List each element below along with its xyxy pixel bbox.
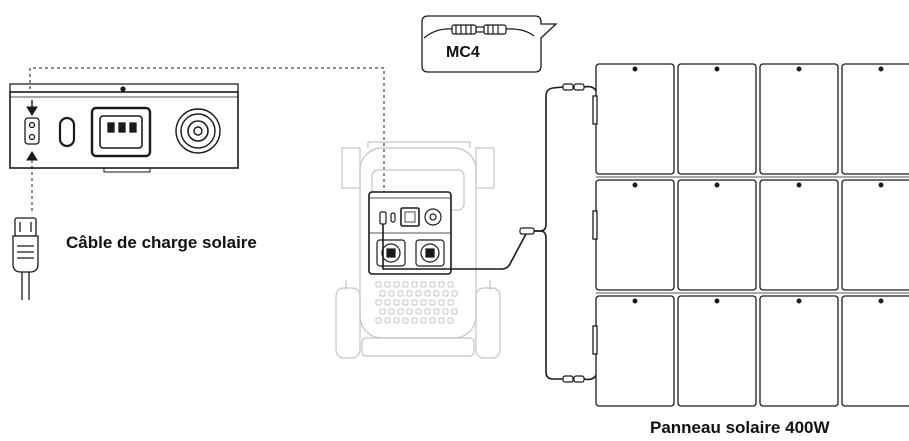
port-panel-detail bbox=[9, 83, 239, 173]
grille-hole bbox=[438, 317, 445, 324]
grille-hole bbox=[442, 308, 449, 315]
panel-rivet bbox=[714, 66, 720, 72]
grille-hole bbox=[375, 281, 382, 288]
grille-hole bbox=[451, 290, 458, 297]
leader-dashed-line bbox=[29, 67, 385, 212]
grille-hole bbox=[429, 317, 436, 324]
switch-icon bbox=[58, 116, 76, 148]
mc4-label: MC4 bbox=[446, 44, 480, 61]
solar-plug-icon bbox=[12, 217, 39, 300]
grille-hole bbox=[384, 281, 391, 288]
grille-hole bbox=[433, 308, 440, 315]
grille-hole bbox=[411, 299, 418, 306]
grille-hole bbox=[447, 281, 454, 288]
grille-hole bbox=[397, 290, 404, 297]
grille-hole bbox=[375, 317, 382, 324]
panel-cell bbox=[677, 295, 757, 407]
grille-hole bbox=[447, 317, 454, 324]
panel-cell bbox=[841, 179, 909, 291]
panel-side-handle bbox=[592, 210, 598, 240]
grille-hole bbox=[438, 299, 445, 306]
grille-hole bbox=[429, 281, 436, 288]
mc4-connector-icon bbox=[423, 24, 535, 39]
power-station-icon bbox=[335, 141, 501, 359]
solar-panel-icon bbox=[592, 63, 909, 407]
grille-hole bbox=[406, 290, 413, 297]
panel-cell bbox=[595, 179, 675, 291]
grille-hole bbox=[424, 290, 431, 297]
grille-hole bbox=[402, 317, 409, 324]
panel-rivet bbox=[632, 298, 638, 304]
panel-rivet bbox=[632, 66, 638, 72]
solar-cables bbox=[382, 83, 601, 383]
panel-cell bbox=[841, 63, 909, 175]
panel-rivet bbox=[714, 182, 720, 188]
panel-side-handle bbox=[592, 325, 598, 355]
panel-side-handle bbox=[592, 95, 598, 125]
grille-hole bbox=[415, 308, 422, 315]
mc4-callout bbox=[421, 15, 558, 73]
panel-rivet bbox=[878, 66, 884, 72]
grille-hole bbox=[411, 281, 418, 288]
panel-rivet bbox=[632, 182, 638, 188]
grille-hole bbox=[384, 299, 391, 306]
grille-hole bbox=[415, 290, 422, 297]
panel-rivet bbox=[796, 66, 802, 72]
panel-cell bbox=[841, 295, 909, 407]
grille-hole bbox=[406, 308, 413, 315]
grille-hole bbox=[420, 317, 427, 324]
panel-rivet bbox=[714, 298, 720, 304]
grille-hole bbox=[451, 308, 458, 315]
grille-hole bbox=[388, 290, 395, 297]
grille-hole bbox=[420, 281, 427, 288]
grille-hole bbox=[433, 290, 440, 297]
grille-hole bbox=[402, 299, 409, 306]
panel-rivet bbox=[878, 298, 884, 304]
grille-hole bbox=[420, 299, 427, 306]
grille-hole bbox=[379, 308, 386, 315]
grille-hole bbox=[393, 299, 400, 306]
insert-arrows bbox=[26, 100, 38, 212]
grille-hole bbox=[397, 308, 404, 315]
panel-rivet bbox=[796, 182, 802, 188]
panel-cell bbox=[759, 295, 839, 407]
grille-hole bbox=[393, 317, 400, 324]
panel-cell bbox=[595, 295, 675, 407]
panel-rivet bbox=[796, 298, 802, 304]
grille-hole bbox=[379, 290, 386, 297]
ac-socket-icon bbox=[90, 106, 152, 158]
panel-cell bbox=[759, 63, 839, 175]
grille-hole bbox=[429, 299, 436, 306]
grille-hole bbox=[384, 317, 391, 324]
xt60-port-icon bbox=[24, 117, 40, 145]
panel-rivet bbox=[878, 182, 884, 188]
grille-hole bbox=[388, 308, 395, 315]
panel-cell bbox=[677, 179, 757, 291]
panel-cell bbox=[759, 179, 839, 291]
dc-outlet-icon bbox=[175, 108, 221, 154]
solar-cable-label: Câble de charge solaire bbox=[66, 233, 257, 252]
panel-cell bbox=[595, 63, 675, 175]
grille-hole bbox=[402, 281, 409, 288]
panel-cell bbox=[677, 63, 757, 175]
solar-panel-label: Panneau solaire 400W bbox=[650, 418, 830, 437]
station-front-panel bbox=[368, 191, 452, 275]
grille-hole bbox=[447, 299, 454, 306]
grille-hole bbox=[375, 299, 382, 306]
grille-hole bbox=[411, 317, 418, 324]
station-grille bbox=[375, 281, 458, 324]
grille-hole bbox=[424, 308, 431, 315]
grille-hole bbox=[442, 290, 449, 297]
grille-hole bbox=[438, 281, 445, 288]
grille-hole bbox=[393, 281, 400, 288]
